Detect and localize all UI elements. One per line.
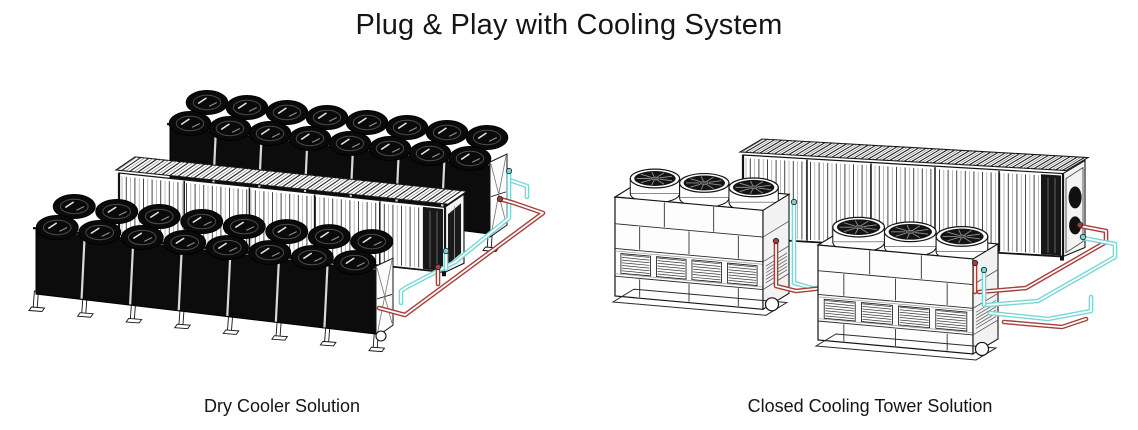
figure-title: Plug & Play with Cooling System <box>355 9 783 41</box>
piping-left <box>375 167 546 342</box>
dry-cooler-unit-front <box>28 194 394 353</box>
closed-cooling-tower-illustration <box>611 138 1118 361</box>
dry-cooler-illustration <box>28 90 546 353</box>
closed-cooling-tower-caption: Closed Cooling Tower Solution <box>747 396 993 416</box>
piping-main <box>971 221 1118 330</box>
cooling-tower-1 <box>611 168 791 316</box>
cooling-tower-2 <box>814 216 1000 361</box>
dry-cooler-caption: Dry Cooler Solution <box>203 396 361 416</box>
